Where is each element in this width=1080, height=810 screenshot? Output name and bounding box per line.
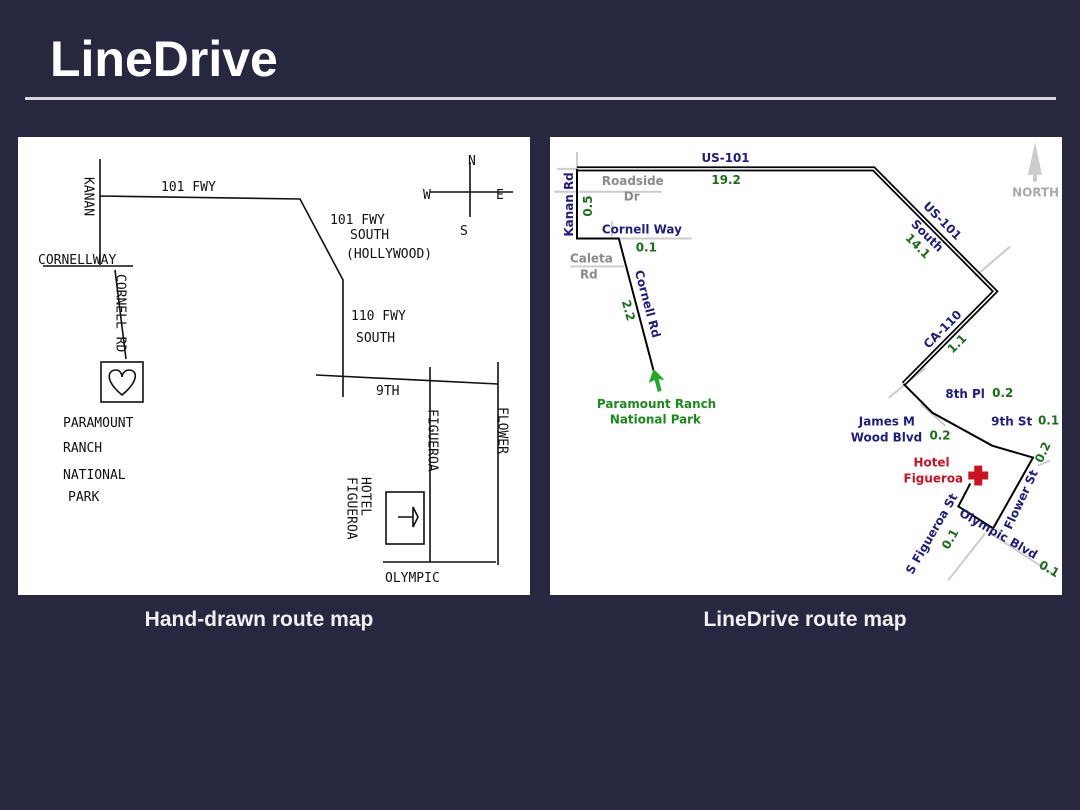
compass-cross: [430, 162, 513, 217]
slide-title: LineDrive: [50, 31, 278, 87]
roadside-label: Roadside: [602, 174, 664, 188]
destination-cross-icon: [968, 465, 989, 486]
hand-park-2: RANCH: [63, 441, 102, 456]
linedrive-map-drawing: NORTH US-101 19.2 Roadside Dr Kanan Rd 0…: [554, 141, 1062, 581]
caleta-label: Caleta: [570, 251, 613, 265]
hand-kanan: KANAN: [81, 177, 96, 216]
james-wood-label: James M: [858, 415, 915, 429]
linedrive-caption: LineDrive route map: [703, 608, 907, 631]
hand-hotel: HOTEL: [358, 477, 373, 516]
9th-st-distance: 0.1: [1038, 414, 1059, 428]
compass-s: S: [460, 224, 468, 239]
title-divider: [25, 97, 1056, 100]
hotel-label-2: Figueroa: [904, 471, 964, 485]
kanan-label: Kanan Rd: [562, 172, 576, 236]
james-wood-label-2: Wood Blvd: [851, 431, 922, 445]
cornell-way-distance: 0.1: [636, 241, 657, 255]
olympic-distance: 0.1: [1036, 558, 1061, 581]
hand-route-lines: [43, 159, 499, 565]
flower-distance: 0.2: [1032, 440, 1054, 465]
compass-w: W: [423, 188, 431, 203]
8th-pl-label: 8th Pl: [945, 387, 985, 401]
hand-olympic: OLYMPIC: [385, 571, 440, 586]
us101-distance: 19.2: [711, 173, 740, 187]
hand-park-4: PARK: [68, 490, 99, 505]
compass-n: N: [468, 154, 476, 169]
start-arrow-icon: [648, 368, 665, 392]
ca110-distance: 1.1: [945, 331, 970, 356]
hotel-box: [385, 491, 425, 545]
hand-101-south-3: (HOLLYWOOD): [346, 247, 432, 262]
park-box: [100, 361, 144, 403]
hand-110-2: SOUTH: [356, 331, 395, 346]
figueroa-distance: 0.1: [939, 526, 962, 551]
martini-icon: [398, 506, 419, 528]
roadside-label-2: Dr: [624, 190, 640, 204]
hand-park-3: NATIONAL: [63, 468, 126, 483]
9th-st-label: 9th St: [991, 415, 1032, 429]
park-label: Paramount Ranch: [597, 397, 716, 411]
hand-figueroa: FIGUEROA: [425, 409, 440, 472]
hand-101-south: 101 FWY: [330, 213, 385, 228]
caleta-label-2: Rd: [580, 267, 598, 281]
hand-drawn-map: N S W E KANAN 101 FWY 101 FWY SOUTH (HOL…: [18, 137, 530, 595]
hand-cornell-rd: CORNELL RD: [113, 274, 128, 352]
highway-route: [577, 168, 997, 385]
hand-drawn-caption: Hand-drawn route map: [144, 608, 374, 631]
hand-cornell-way: CORNELLWAY: [38, 253, 116, 268]
cornell-way-label: Cornell Way: [602, 223, 682, 237]
us101-label: US-101: [701, 151, 749, 165]
james-wood-distance: 0.2: [929, 429, 950, 443]
hand-101-south-2: SOUTH: [350, 228, 389, 243]
kanan-distance: 0.5: [581, 195, 595, 216]
heart-icon: [108, 369, 137, 397]
side-streets: [554, 151, 1056, 581]
park-label-2: National Park: [610, 413, 702, 427]
hand-101: 101 FWY: [161, 180, 216, 195]
north-label: NORTH: [1012, 186, 1059, 200]
hand-park: PARAMOUNT: [63, 416, 134, 431]
linedrive-map: NORTH US-101 19.2 Roadside Dr Kanan Rd 0…: [550, 137, 1062, 595]
compass-e: E: [496, 188, 504, 203]
hand-drawn-map-drawing: N S W E KANAN 101 FWY 101 FWY SOUTH (HOL…: [38, 154, 513, 586]
8th-pl-distance: 0.2: [992, 386, 1013, 400]
local-route: [576, 168, 1035, 530]
hand-flower: FLOWER: [495, 407, 510, 454]
hand-110: 110 FWY: [351, 309, 406, 324]
north-arrow-icon: [1028, 141, 1042, 182]
hotel-label: Hotel: [914, 456, 950, 470]
hand-hotel-2: FIGUEROA: [344, 477, 359, 540]
cornell-rd-distance: 2.2: [619, 298, 638, 322]
hand-9th: 9TH: [376, 384, 399, 399]
